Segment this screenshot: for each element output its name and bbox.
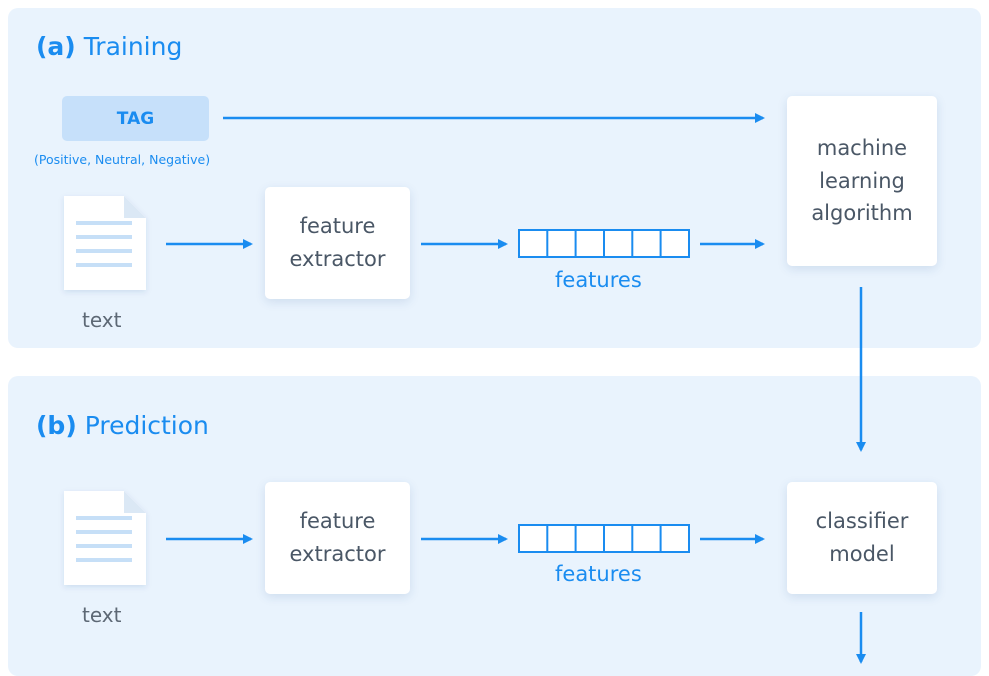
tag-box: TAG <box>62 96 209 141</box>
classifier-model: classifier model <box>787 482 937 594</box>
prediction-feature-extractor: feature extractor <box>265 482 410 594</box>
training-title: (a) Training <box>36 32 182 61</box>
prediction-doc-caption: text <box>82 603 122 627</box>
tag-options: (Positive, Neutral, Negative) <box>34 152 211 167</box>
training-title-text: Training <box>83 32 183 61</box>
prediction-title: (b) Prediction <box>36 411 209 440</box>
training-title-letter: (a) <box>36 32 76 61</box>
prediction-document-icon <box>64 491 146 585</box>
tag-label: TAG <box>116 108 155 129</box>
machine-learning-algorithm: machine learning algorithm <box>787 96 937 266</box>
prediction-title-letter: (b) <box>36 411 77 440</box>
training-doc-caption: text <box>82 308 122 332</box>
prediction-features-label: features <box>555 562 642 586</box>
training-document-icon <box>64 196 146 290</box>
prediction-feature-vector <box>518 524 690 553</box>
training-feature-vector <box>518 229 690 258</box>
training-features-label: features <box>555 268 642 292</box>
prediction-title-text: Prediction <box>84 411 209 440</box>
training-feature-extractor: feature extractor <box>265 187 410 299</box>
